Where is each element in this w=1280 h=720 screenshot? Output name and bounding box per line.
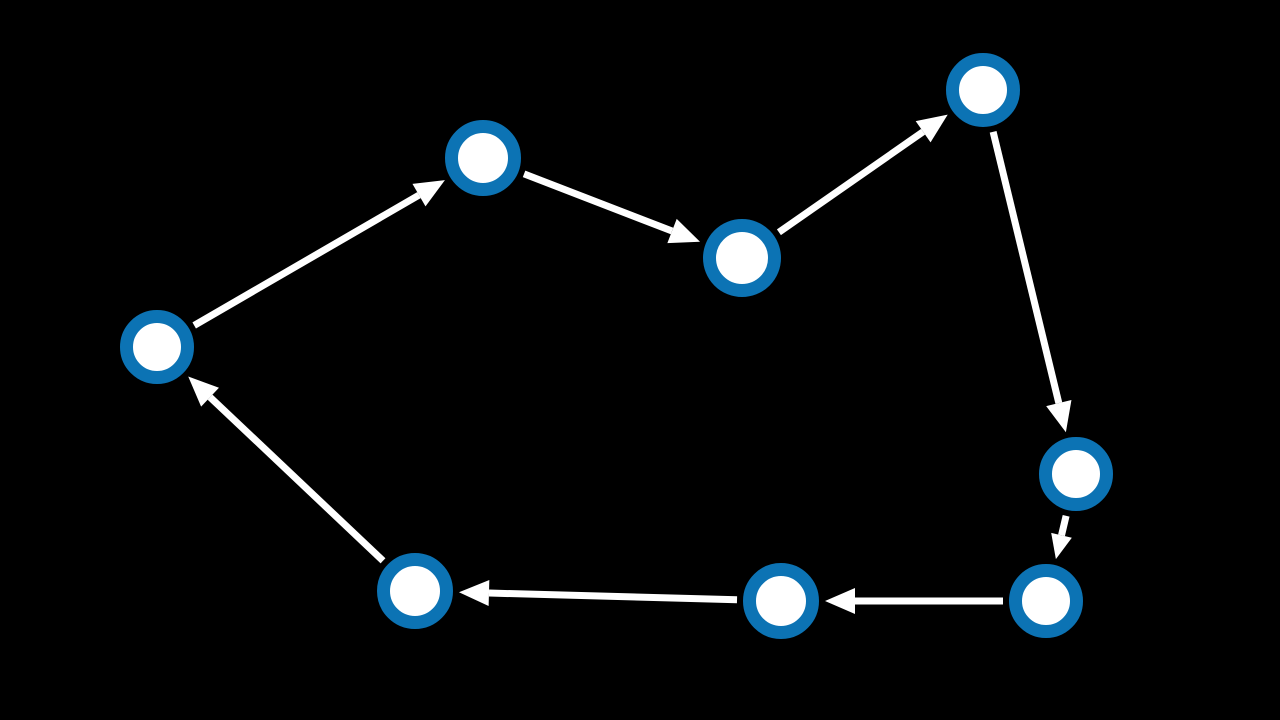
graph-node[interactable]: [377, 553, 453, 629]
edge-arrowhead: [458, 580, 490, 607]
edge-shaft: [207, 394, 386, 564]
graph-edge: [776, 114, 948, 236]
edge-arrowhead: [825, 588, 855, 614]
node-circle[interactable]: [703, 219, 781, 297]
graph-node[interactable]: [1009, 564, 1083, 638]
edge-arrowhead: [1051, 532, 1072, 560]
graph-edge: [458, 580, 738, 607]
graph-edge: [989, 130, 1072, 433]
node-circle[interactable]: [1009, 564, 1083, 638]
graph-edge: [825, 588, 1003, 614]
graph-node[interactable]: [743, 563, 819, 639]
edge-shaft: [488, 589, 738, 604]
edge-layer: [188, 114, 1072, 614]
node-circle[interactable]: [743, 563, 819, 639]
graph-edge: [188, 376, 386, 564]
graph-node[interactable]: [946, 53, 1020, 127]
edge-arrowhead: [1046, 399, 1072, 433]
graph-node[interactable]: [703, 219, 781, 297]
node-layer: [120, 53, 1113, 639]
graph-node[interactable]: [120, 310, 194, 384]
edge-arrowhead: [412, 180, 445, 207]
node-circle[interactable]: [946, 53, 1020, 127]
edge-shaft: [522, 170, 674, 235]
graph-edge: [192, 180, 445, 329]
edge-arrowhead: [188, 376, 219, 407]
graph-edge: [522, 170, 701, 244]
edge-shaft: [776, 128, 926, 236]
node-circle[interactable]: [377, 553, 453, 629]
edge-arrowhead: [915, 114, 948, 143]
node-circle[interactable]: [1039, 437, 1113, 511]
edge-shaft: [1058, 515, 1070, 537]
graph-edge: [1051, 515, 1072, 560]
edge-shaft: [989, 130, 1063, 404]
graph-node[interactable]: [1039, 437, 1113, 511]
edge-shaft: [192, 192, 421, 329]
node-circle[interactable]: [120, 310, 194, 384]
graph-node[interactable]: [445, 120, 521, 196]
edge-arrowhead: [667, 218, 701, 244]
node-circle[interactable]: [445, 120, 521, 196]
